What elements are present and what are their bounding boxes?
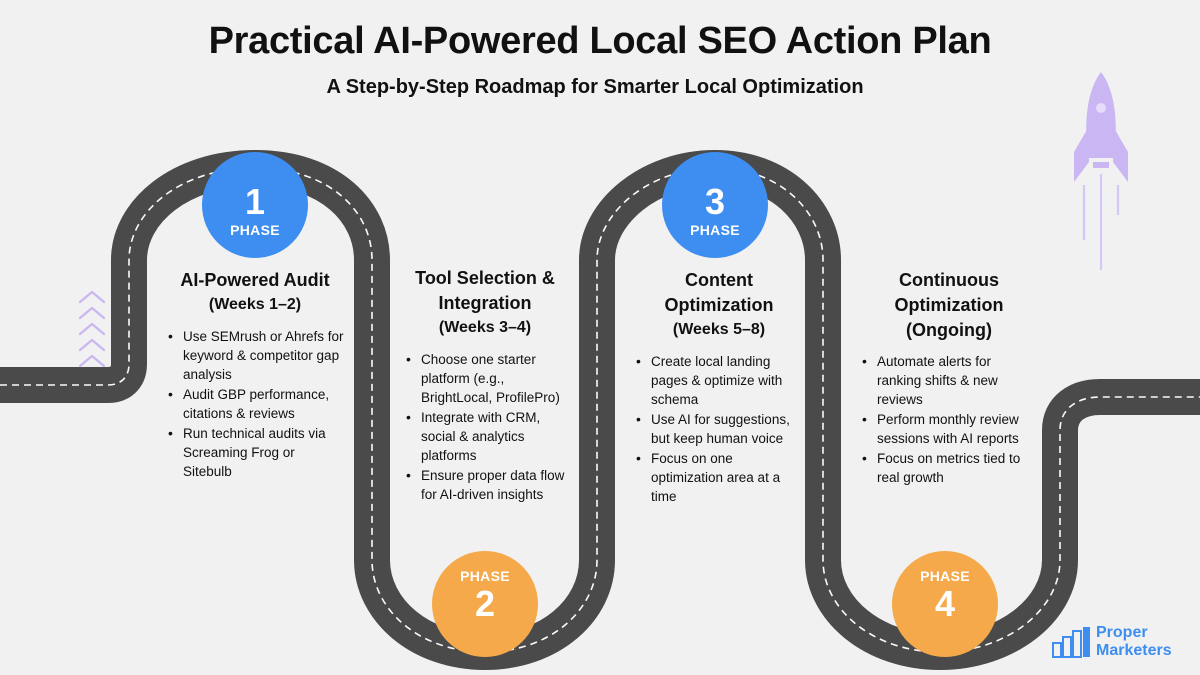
phase-title: Content Optimization — [664, 270, 774, 315]
phase-number: 1 — [244, 181, 266, 222]
phase-1-block: AI-Powered Audit (Weeks 1–2) Use SEMrush… — [165, 268, 345, 482]
list-item: Choose one starter platform (e.g., Brigh… — [403, 350, 567, 407]
list-item: Create local landing pages & optimize wi… — [633, 352, 805, 409]
phase-label: PHASE — [920, 568, 970, 584]
phase-title: AI-Powered Audit — [180, 270, 330, 290]
phase-bullets: Create local landing pages & optimize wi… — [633, 352, 805, 506]
phase-duration: (Weeks 3–4) — [438, 319, 532, 336]
phase-title: Continuous Optimization — [894, 270, 1004, 315]
phase-2-block: Tool Selection & Integration (Weeks 3–4)… — [403, 266, 567, 505]
brand-line-2: Marketers — [1096, 642, 1172, 659]
phase-duration: (Weeks 5–8) — [672, 321, 766, 338]
brand-name: Proper Marketers — [1096, 624, 1172, 660]
list-item: Audit GBP performance, citations & revie… — [165, 385, 345, 423]
phase-bullets: Use SEMrush or Ahrefs for keyword & comp… — [165, 327, 345, 481]
list-item: Integrate with CRM, social & analytics p… — [403, 408, 567, 465]
phase-duration: (Weeks 1–2) — [208, 296, 302, 313]
phase-4-circle — [892, 551, 998, 657]
phase-1-circle — [202, 152, 308, 258]
phase-label: PHASE — [460, 568, 510, 584]
list-item: Perform monthly review sessions with AI … — [859, 410, 1039, 448]
phase-label: PHASE — [690, 222, 740, 238]
phase-number: 2 — [474, 583, 496, 624]
phase-4-badge: PHASE 4 — [892, 568, 998, 624]
brand-line-1: Proper — [1096, 624, 1148, 641]
phase-title: Tool Selection & Integration — [415, 268, 555, 313]
phase-1-badge: 1 PHASE — [202, 181, 308, 239]
phase-duration: (Ongoing) — [906, 320, 992, 340]
page-title: Practical AI-Powered Local SEO Action Pl… — [208, 20, 992, 62]
phase-bullets: Automate alerts for ranking shifts & new… — [859, 352, 1039, 487]
brand-logo: Proper Marketers — [1052, 624, 1172, 660]
list-item: Automate alerts for ranking shifts & new… — [859, 352, 1039, 409]
rocket-icon — [1074, 72, 1128, 270]
bar-chart-icon — [1052, 627, 1090, 658]
list-item: Run technical audits via Screaming Frog … — [165, 424, 345, 481]
phase-label: PHASE — [230, 222, 280, 238]
phase-2-badge: PHASE 2 — [432, 568, 538, 624]
phase-3-badge: 3 PHASE — [662, 181, 768, 239]
phase-bullets: Choose one starter platform (e.g., Brigh… — [403, 350, 567, 504]
list-item: Use SEMrush or Ahrefs for keyword & comp… — [165, 327, 345, 384]
list-item: Focus on one optimization area at a time — [633, 449, 805, 506]
phase-number: 4 — [934, 583, 956, 624]
phase-4-block: Continuous Optimization (Ongoing) Automa… — [859, 268, 1039, 488]
phase-number: 3 — [704, 181, 726, 222]
list-item: Focus on metrics tied to real growth — [859, 449, 1039, 487]
list-item: Ensure proper data flow for AI-driven in… — [403, 466, 567, 504]
page-subtitle: A Step-by-Step Roadmap for Smarter Local… — [326, 76, 864, 98]
chevron-up-icon — [78, 290, 106, 368]
phase-3-circle — [662, 152, 768, 258]
phase-2-circle — [432, 551, 538, 657]
phase-3-block: Content Optimization (Weeks 5–8) Create … — [633, 268, 805, 507]
list-item: Use AI for suggestions, but keep human v… — [633, 410, 805, 448]
